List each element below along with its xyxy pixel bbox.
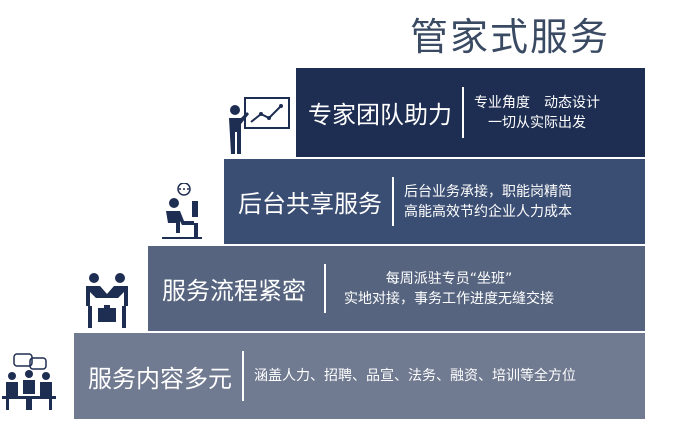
step-backend-shared: 后台共享服务 后台业务承接，职能岗精简 高能高效节约企业人力成本 <box>224 159 645 244</box>
step-label: 服务内容多元 <box>88 364 232 393</box>
step-content-diverse: 服务内容多元 涵盖人力、招聘、品宣、法务、融资、培训等全方位 <box>74 333 645 419</box>
step-description: 每周派驻专员“坐班” 实地对接，事务工作进度无缝交接 <box>344 270 554 307</box>
step-divider <box>324 263 326 314</box>
step-label: 服务流程紧密 <box>162 277 306 305</box>
step-description: 专业角度 动态设计 一切从实际出发 <box>474 94 600 131</box>
page-title: 管家式服务 <box>410 15 611 59</box>
handshake-icon <box>86 273 128 328</box>
step-process-tight: 服务流程紧密 每周派驻专员“坐班” 实地对接，事务工作进度无缝交接 <box>148 246 645 331</box>
presenter-chart-icon <box>229 97 290 154</box>
step-description: 后台业务承接，职能岗精简 高能高效节约企业人力成本 <box>404 183 572 220</box>
step-label: 后台共享服务 <box>238 190 382 218</box>
step-divider <box>392 176 394 227</box>
desk-worker-icon <box>162 183 202 239</box>
step-label: 专家团队助力 <box>308 101 452 129</box>
step-divider <box>462 86 464 139</box>
step-expert-team: 专家团队助力 专业角度 动态设计 一切从实际出发 <box>296 68 645 157</box>
step-divider <box>242 351 244 401</box>
meeting-group-icon <box>2 353 56 410</box>
step-description: 涵盖人力、招聘、品宣、法务、融资、培训等全方位 <box>254 368 576 384</box>
